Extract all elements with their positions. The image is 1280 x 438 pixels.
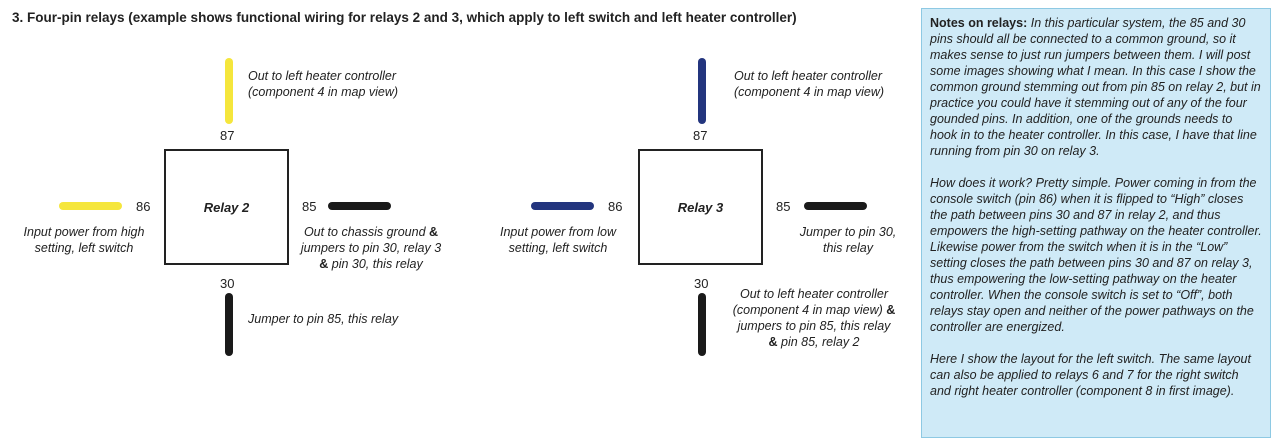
relay-3-pin-30-note: Out to left heater controller (component…	[732, 287, 896, 349]
relay-3-pin-30-wire	[698, 293, 706, 356]
relay-2-pin-86-wire	[59, 202, 122, 210]
relay-3-pin-86-label: 86	[608, 199, 623, 214]
relay-2-pin-85-note: Out to chassis ground & jumpers to pin 3…	[300, 225, 442, 271]
relay-3-name: Relay 3	[677, 199, 724, 215]
relay-2-pin-86-note: Input power from high setting, left swit…	[23, 225, 145, 255]
page-heading: 3. Four-pin relays (example shows functi…	[12, 10, 797, 25]
relay-3-pin-86-note: Input power from low setting, left switc…	[499, 225, 617, 255]
relay-3-pin-87-wire	[698, 58, 706, 124]
relay-3-box: Relay 3	[638, 149, 763, 265]
notes-title: Notes on relays:	[930, 16, 1028, 30]
relay-3-pin-87-label: 87	[693, 128, 708, 143]
notes-panel: Notes on relays: In this particular syst…	[921, 8, 1271, 438]
notes-paragraph-3: Here I show the layout for the left swit…	[930, 352, 1251, 398]
relay-3-pin-85-wire	[804, 202, 867, 210]
relay-2-pin-85-label: 85	[302, 199, 317, 214]
relay-2-name: Relay 2	[203, 199, 250, 215]
relay-2-pin-87-label: 87	[220, 128, 235, 143]
notes-paragraph-1: Notes on relays: In this particular syst…	[930, 16, 1261, 158]
relay-2-pin-87-note: Out to left heater controller (component…	[248, 69, 399, 99]
relay-2-pin-87-wire	[225, 58, 233, 124]
relay-3-pin-85-note: Jumper to pin 30, this relay	[799, 225, 897, 255]
relay-2-pin-30-wire	[225, 293, 233, 356]
relay-2-pin-86-label: 86	[136, 199, 151, 214]
notes-paragraph-2: How does it work? Pretty simple. Power c…	[930, 176, 1262, 334]
relay-2-pin-30-note: Jumper to pin 85, this relay	[248, 312, 399, 326]
relay-3-pin-86-wire	[531, 202, 594, 210]
relay-3-pin-30-label: 30	[694, 276, 709, 291]
relay-3-pin-85-label: 85	[776, 199, 791, 214]
relay-3-pin-87-note: Out to left heater controller (component…	[734, 69, 885, 99]
relay-2-pin-85-wire	[328, 202, 391, 210]
relay-2-pin-30-label: 30	[220, 276, 235, 291]
relay-2-box: Relay 2	[164, 149, 289, 265]
